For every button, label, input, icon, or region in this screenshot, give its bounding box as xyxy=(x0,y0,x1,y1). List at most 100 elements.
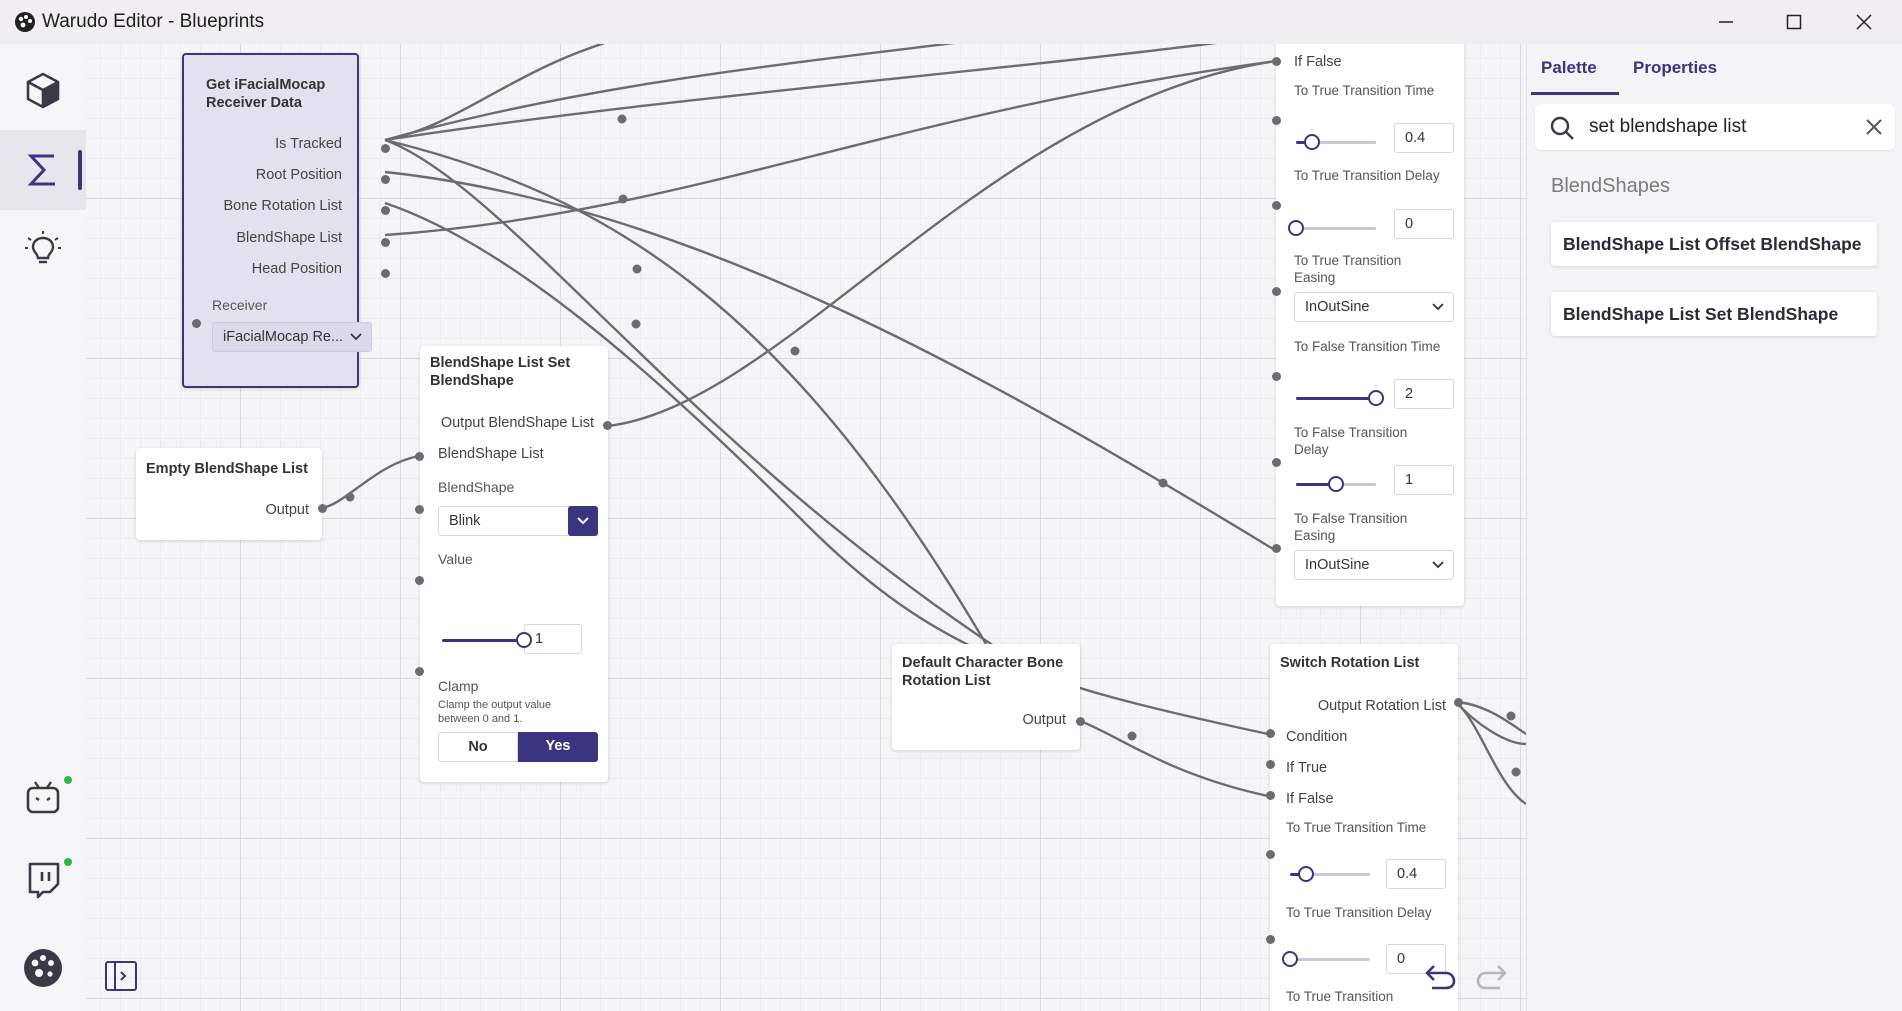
blueprint-canvas[interactable]: Get iFacialMocap Receiver Data Is Tracke… xyxy=(86,44,1526,1011)
maximize-icon xyxy=(1786,14,1802,30)
true-time-label: To True Transition Time xyxy=(1286,820,1427,835)
value-input[interactable]: 1 xyxy=(524,624,582,654)
node-title: Get iFacialMocap Receiver Data xyxy=(206,77,326,111)
false-delay-input[interactable]: 1 xyxy=(1394,465,1454,495)
true-delay-slider-knob[interactable] xyxy=(1288,220,1304,236)
true-time-slider-track[interactable] xyxy=(1296,141,1376,144)
port-root-position: Root Position xyxy=(255,167,342,183)
blendshape-dropdown-toggle[interactable] xyxy=(568,506,598,536)
redo-button[interactable] xyxy=(1474,958,1510,994)
port-dot[interactable] xyxy=(192,319,201,328)
port-dot[interactable] xyxy=(381,175,390,184)
true-time-slider-knob[interactable] xyxy=(1304,134,1320,150)
port-dot[interactable] xyxy=(1266,850,1275,859)
palette-search-box[interactable]: set blendshape list xyxy=(1535,104,1895,150)
sidebar-item-blueprints[interactable] xyxy=(0,130,86,210)
node-switch-rotation-list[interactable]: Switch Rotation List Output Rotation Lis… xyxy=(1270,644,1458,1011)
port-dot[interactable] xyxy=(1266,729,1275,738)
port-blendshape-list: BlendShape List xyxy=(236,230,342,246)
false-delay-slider-knob[interactable] xyxy=(1328,476,1344,492)
active-indicator xyxy=(78,150,82,190)
port-if-true: If True xyxy=(1286,760,1328,776)
rotation-true-time-slider-knob[interactable] xyxy=(1298,866,1314,882)
sidebar-item-ideas[interactable] xyxy=(0,210,86,290)
node-get-ifacialmocap-receiver-data[interactable]: Get iFacialMocap Receiver Data Is Tracke… xyxy=(182,53,372,388)
false-easing-value: InOutSine xyxy=(1305,557,1370,573)
value-text: 1 xyxy=(535,631,544,647)
toggle-sidebar-button[interactable] xyxy=(104,959,138,993)
port-dot[interactable] xyxy=(1266,791,1275,800)
false-time-slider-knob[interactable] xyxy=(1368,390,1384,406)
false-easing-dropdown[interactable]: InOutSine xyxy=(1294,550,1454,580)
maximize-button[interactable] xyxy=(1764,6,1824,38)
true-easing-dropdown[interactable]: InOutSine xyxy=(1294,292,1454,322)
tab-palette[interactable]: Palette xyxy=(1541,58,1597,77)
search-input[interactable]: set blendshape list xyxy=(1589,116,1747,137)
sidebar-item-twitch[interactable] xyxy=(0,840,86,920)
sidebar-item-warudo[interactable] xyxy=(0,928,86,1008)
wire xyxy=(1079,719,1269,798)
minimize-button[interactable] xyxy=(1696,6,1756,38)
rotation-true-time-slider-track[interactable] xyxy=(1290,873,1370,876)
clamp-yes-button[interactable]: Yes xyxy=(518,732,598,762)
true-delay-label: To True Transition Delay xyxy=(1294,168,1440,183)
port-dot[interactable] xyxy=(415,667,424,676)
port-output: Output xyxy=(265,502,309,518)
port-dot[interactable] xyxy=(1272,458,1281,467)
port-dot[interactable] xyxy=(1076,717,1085,726)
port-dot[interactable] xyxy=(1266,935,1275,944)
false-time-input[interactable]: 2 xyxy=(1394,379,1454,409)
node-default-character-bone-rotation-list[interactable]: Default Character Bone Rotation List Out… xyxy=(892,644,1080,750)
receiver-dropdown[interactable]: iFacialMocap Re... xyxy=(212,322,372,352)
rotation-true-delay-slider-knob[interactable] xyxy=(1282,951,1298,967)
port-dot[interactable] xyxy=(1272,372,1281,381)
port-output-rotation-list: Output Rotation List xyxy=(1317,698,1446,714)
port-dot[interactable] xyxy=(1454,698,1463,707)
true-time-input[interactable]: 0.4 xyxy=(1394,123,1454,153)
sidebar-item-bilibili[interactable] xyxy=(0,758,86,838)
port-dot[interactable] xyxy=(381,144,390,153)
port-dot[interactable] xyxy=(1266,760,1275,769)
close-window-button[interactable] xyxy=(1834,6,1894,38)
port-dot[interactable] xyxy=(1272,57,1281,66)
port-dot[interactable] xyxy=(1272,201,1281,210)
false-delay-value: 1 xyxy=(1405,472,1414,488)
true-time-value: 0.4 xyxy=(1405,130,1426,146)
palette-item-offset-blendshape[interactable]: BlendShape List Offset BlendShape xyxy=(1551,222,1877,266)
port-dot[interactable] xyxy=(1272,544,1281,553)
palette-item-set-blendshape[interactable]: BlendShape List Set BlendShape xyxy=(1551,292,1877,336)
chevron-down-icon xyxy=(1432,303,1444,311)
node-switch-top[interactable]: If False To True Transition Time 0.4 To … xyxy=(1276,44,1464,606)
port-dot[interactable] xyxy=(1272,287,1281,296)
palette-icon xyxy=(24,949,62,987)
tab-properties[interactable]: Properties xyxy=(1633,58,1718,77)
port-output: Output xyxy=(1022,712,1066,728)
rotation-true-delay-slider-track[interactable] xyxy=(1290,958,1370,961)
port-dot[interactable] xyxy=(1272,116,1281,125)
value-slider-knob[interactable] xyxy=(516,632,532,648)
true-delay-slider-track[interactable] xyxy=(1296,227,1376,230)
port-dot[interactable] xyxy=(603,421,612,430)
true-delay-input[interactable]: 0 xyxy=(1394,209,1454,239)
node-empty-blendshape-list[interactable]: Empty BlendShape List Output xyxy=(136,448,322,540)
true-delay-input[interactable]: 0 xyxy=(1386,944,1446,974)
port-dot[interactable] xyxy=(318,504,327,513)
port-dot[interactable] xyxy=(415,505,424,514)
true-time-input[interactable]: 0.4 xyxy=(1386,859,1446,889)
clear-search-icon[interactable] xyxy=(1865,118,1883,136)
port-dot[interactable] xyxy=(381,269,390,278)
wire xyxy=(384,59,1277,237)
undo-button[interactable] xyxy=(1422,958,1458,994)
chevron-down-icon xyxy=(1432,561,1444,569)
port-dot[interactable] xyxy=(415,576,424,585)
true-delay-label: To True Transition Delay xyxy=(1286,905,1432,920)
node-blendshape-list-set-blendshape[interactable]: BlendShape List Set BlendShape Output Bl… xyxy=(420,346,608,782)
sidebar-item-scene[interactable] xyxy=(0,50,86,130)
clamp-no-button[interactable]: No xyxy=(438,732,518,762)
wire xyxy=(384,44,1218,142)
port-blendshape-list: BlendShape List xyxy=(438,446,544,462)
port-dot[interactable] xyxy=(381,206,390,215)
true-easing-label: To True Transition Easing xyxy=(1294,253,1402,285)
port-dot[interactable] xyxy=(381,238,390,247)
port-dot[interactable] xyxy=(415,452,424,461)
